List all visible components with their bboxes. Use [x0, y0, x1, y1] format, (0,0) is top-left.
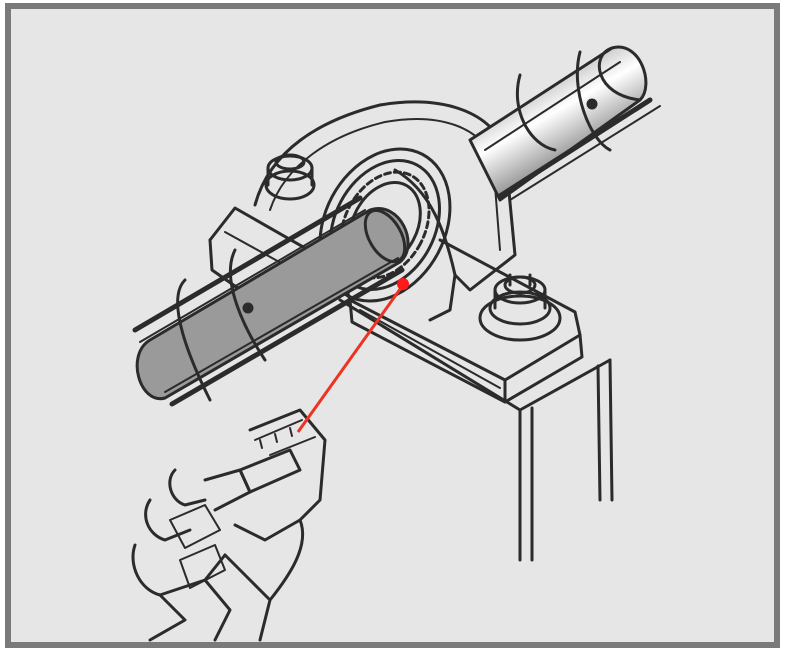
shaft-left — [132, 195, 410, 407]
laser-beam — [296, 278, 409, 433]
bolt-upper-left — [264, 153, 316, 201]
shaft-right — [468, 45, 661, 202]
support-pedestal — [338, 298, 614, 562]
hand-with-thermometer — [131, 408, 327, 642]
bolt-lower-right — [478, 273, 562, 342]
